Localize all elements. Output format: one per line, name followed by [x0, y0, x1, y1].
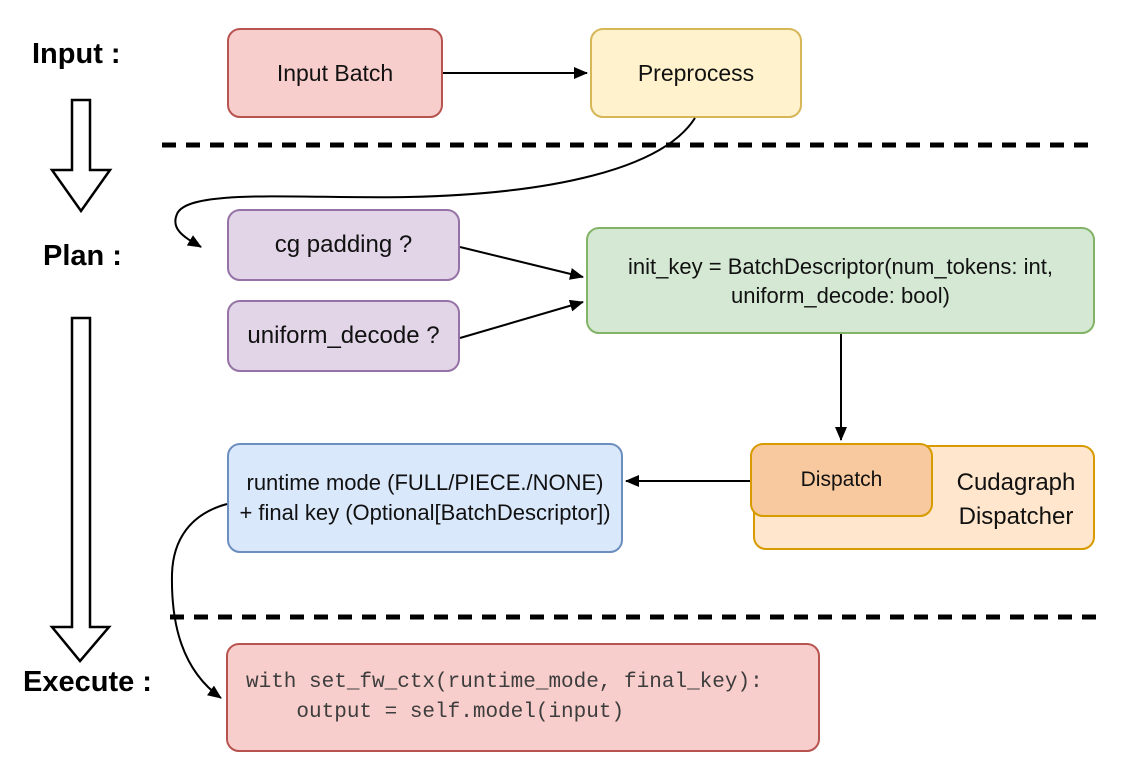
cudagraph-dispatcher-line2: Dispatcher: [958, 502, 1074, 530]
stage-label-input: Input :: [32, 38, 121, 70]
node-preprocess: Preprocess: [590, 28, 802, 118]
node-uniform-decode-label: uniform_decode ?: [247, 322, 440, 349]
node-input-batch-label: Input Batch: [276, 59, 394, 86]
node-init-key: init_key = BatchDescriptor(num_tokens: i…: [586, 227, 1095, 334]
node-init-key-line2: uniform_decode: bool): [731, 282, 950, 308]
node-cg-padding-label: cg padding ?: [274, 231, 413, 258]
stage-arrow-input-to-plan: [49, 98, 113, 214]
execute-code-line2: output = self.model(input): [246, 700, 625, 724]
stage-label-plan: Plan :: [43, 240, 122, 272]
stage-arrow-plan-to-execute: [49, 316, 112, 663]
cudagraph-dispatcher-line1: Cudagraph: [956, 468, 1076, 496]
node-init-key-line1: init_key = BatchDescriptor(num_tokens: i…: [628, 253, 1053, 279]
node-cg-padding: cg padding ?: [227, 209, 460, 281]
node-preprocess-label: Preprocess: [637, 59, 755, 86]
node-uniform-decode: uniform_decode ?: [227, 300, 460, 372]
node-runtime-final-key-line1: runtime mode (FULL/PIECE./NONE): [246, 470, 604, 495]
execute-code-line1: with set_fw_ctx(runtime_mode, final_key)…: [246, 670, 763, 694]
node-execute-code: with set_fw_ctx(runtime_mode, final_key)…: [226, 643, 820, 752]
stage-label-execute: Execute :: [23, 666, 152, 698]
node-runtime-final-key-line2: + final key (Optional[BatchDescriptor]): [239, 500, 611, 525]
cudagraph-dispatcher-label: Cudagraph Dispatcher: [935, 447, 1097, 552]
arrow-cg-padding-to-init-key: [459, 246, 584, 280]
node-runtime-final-key: runtime mode (FULL/PIECE./NONE) + final …: [227, 443, 623, 553]
node-input-batch: Input Batch: [227, 28, 443, 118]
arrow-uniform-decode-to-init-key: [459, 299, 584, 339]
node-dispatch-label: Dispatch: [800, 468, 883, 491]
arrow-runtime-key-to-execute-code: [170, 503, 228, 699]
node-dispatch: Dispatch: [750, 443, 933, 517]
